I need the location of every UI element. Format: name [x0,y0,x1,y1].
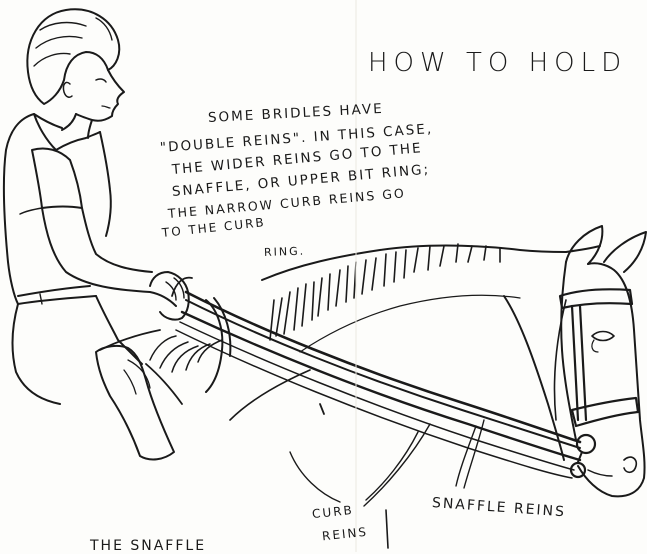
browband [560,289,632,308]
snaffle-bit-ring [577,435,595,453]
page-title: HOW TO HOLD [368,48,627,78]
horse [150,226,646,496]
horse-eye [592,332,614,341]
rider-torso [4,114,34,304]
snaffle-rein-lower [182,312,580,460]
snaffle-rein-upper-inner [186,300,580,448]
curb-reins-pointer-1 [290,452,340,502]
snaffle-rein-upper [186,292,580,442]
horse-mane-strands [270,244,500,340]
reins [172,278,580,478]
curb-reins-pointer-3 [366,432,418,500]
rider-sleeve [32,148,82,208]
rider-face [76,70,124,121]
double-reins-note-line-7: RING. [264,245,306,259]
rider [4,9,189,459]
horse-nostril [624,457,636,472]
noseband [572,398,638,426]
horse-ear-right [604,232,646,272]
horse-face [578,263,645,496]
rider-leg [12,304,60,404]
horse-ear-left [566,226,602,264]
curb-rein-upper [180,322,574,470]
curb-reins-pointer-2 [364,424,430,506]
pointer-lines [290,420,484,548]
bridle [554,289,638,477]
horse-mane [262,246,566,281]
cheek-piece [572,306,586,420]
